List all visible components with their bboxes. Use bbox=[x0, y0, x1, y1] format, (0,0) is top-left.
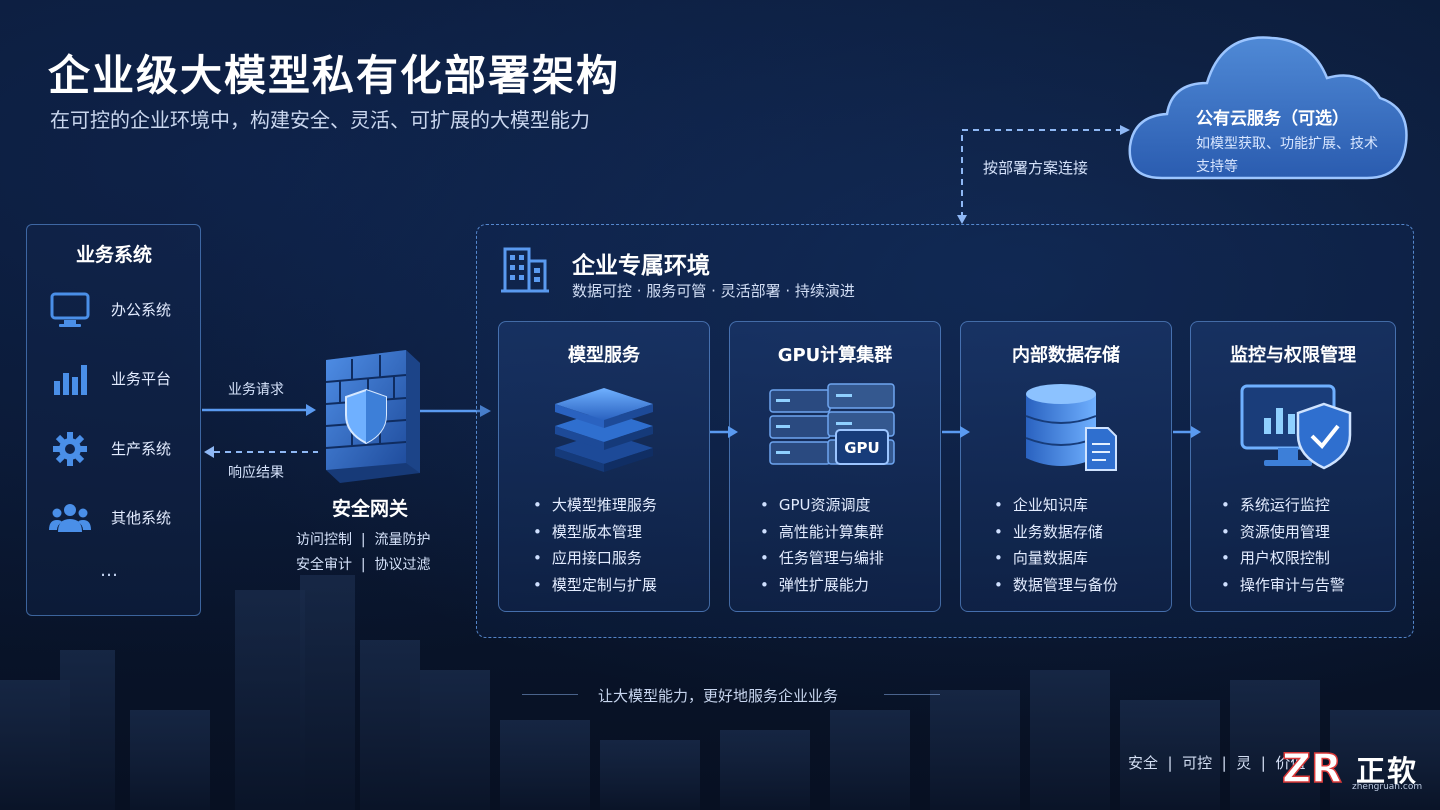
list-item: 高性能计算集群 bbox=[760, 519, 884, 546]
business-systems-panel bbox=[26, 224, 201, 616]
logo-text: 正软 bbox=[1356, 754, 1419, 788]
building-icon bbox=[501, 247, 549, 293]
list-item: 任务管理与编排 bbox=[760, 545, 884, 572]
bar-chart-icon bbox=[54, 365, 87, 395]
gateway-to-environment-arrow bbox=[420, 405, 491, 417]
list-item: 数据管理与备份 bbox=[994, 572, 1118, 599]
business-item-label: 业务平台 bbox=[111, 370, 172, 388]
list-item: 系统运行监控 bbox=[1221, 492, 1345, 519]
business-more-ellipsis: … bbox=[100, 560, 120, 581]
card-flow-arrows bbox=[710, 426, 1201, 438]
cloud-connector bbox=[957, 125, 1130, 224]
list-item: 模型定制与扩展 bbox=[533, 572, 657, 599]
request-label: 业务请求 bbox=[228, 382, 284, 398]
monitor-icon bbox=[50, 292, 90, 327]
gpu-badge: GPU bbox=[844, 439, 880, 457]
cloud-service-title: 公有云服务（可选） bbox=[1196, 109, 1349, 129]
cloud-service-description: 如模型获取、功能扩展、技术支持等 bbox=[1196, 136, 1378, 175]
page-title: 企业级大模型私有化部署架构 bbox=[48, 51, 621, 100]
gear-icon bbox=[53, 432, 87, 466]
business-item-label: 其他系统 bbox=[111, 509, 172, 527]
list-item: 操作审计与告警 bbox=[1221, 572, 1345, 599]
list-item: 弹性扩展能力 bbox=[760, 572, 884, 599]
response-label: 响应结果 bbox=[228, 465, 284, 481]
card-feature-list: GPU资源调度 高性能计算集群 任务管理与编排 弹性扩展能力 bbox=[760, 492, 884, 598]
list-item: GPU资源调度 bbox=[760, 492, 884, 519]
card-feature-list: 大模型推理服务 模型版本管理 应用接口服务 模型定制与扩展 bbox=[533, 492, 657, 598]
logo-subtext: zhengruan.com bbox=[1352, 782, 1423, 792]
users-icon bbox=[49, 504, 91, 532]
list-item: 向量数据库 bbox=[994, 545, 1118, 572]
request-response-arrows bbox=[202, 404, 318, 458]
list-item: 用户权限控制 bbox=[1221, 545, 1345, 572]
list-item: 模型版本管理 bbox=[533, 519, 657, 546]
list-item: 大模型推理服务 bbox=[533, 492, 657, 519]
list-item: 资源使用管理 bbox=[1221, 519, 1345, 546]
page-subtitle: 在可控的企业环境中，构建安全、灵活、可扩展的大模型能力 bbox=[50, 108, 590, 132]
card-title: 内部数据存储 bbox=[1012, 345, 1120, 366]
card-feature-list: 系统运行监控 资源使用管理 用户权限控制 操作审计与告警 bbox=[1221, 492, 1345, 598]
city-skyline-background bbox=[0, 575, 1440, 810]
tagline-divider-left bbox=[522, 694, 578, 695]
layers-icon bbox=[555, 388, 653, 472]
card-title: 模型服务 bbox=[568, 345, 640, 366]
gateway-features-line2: 安全审计 | 协议过滤 bbox=[296, 557, 431, 573]
tagline: 让大模型能力，更好地服务企业业务 bbox=[598, 687, 839, 705]
database-icon bbox=[1025, 384, 1117, 471]
gateway-features-line1: 访问控制 | 流量防护 bbox=[296, 532, 431, 548]
business-item-platform[interactable]: 业务平台 bbox=[48, 359, 198, 399]
list-item: 企业知识库 bbox=[994, 492, 1118, 519]
connect-label: 按部署方案连接 bbox=[983, 159, 1089, 177]
business-item-label: 生产系统 bbox=[111, 440, 172, 458]
server-gpu-icon: GPU bbox=[769, 383, 895, 465]
business-systems-title: 业务系统 bbox=[76, 244, 153, 266]
list-item: 应用接口服务 bbox=[533, 545, 657, 572]
environment-subtitle: 数据可控 · 服务可管 · 灵活部署 · 持续演进 bbox=[572, 282, 855, 300]
firewall-shield-icon bbox=[325, 350, 420, 483]
environment-title: 企业专属环境 bbox=[572, 253, 710, 279]
footer-values: 安全 | 可控 | 灵 | 价值 bbox=[1128, 754, 1306, 772]
gateway-title: 安全网关 bbox=[332, 498, 409, 520]
monitor-shield-icon bbox=[1240, 384, 1352, 470]
svg-text:ZR: ZR bbox=[1282, 746, 1342, 792]
cloud-icon bbox=[1128, 36, 1408, 180]
business-item-other[interactable]: 其他系统 bbox=[48, 498, 198, 538]
card-title: 监控与权限管理 bbox=[1230, 345, 1356, 366]
business-item-production[interactable]: 生产系统 bbox=[48, 429, 198, 469]
card-feature-list: 企业知识库 业务数据存储 向量数据库 数据管理与备份 bbox=[994, 492, 1118, 598]
business-item-label: 办公系统 bbox=[111, 301, 172, 319]
business-item-office[interactable]: 办公系统 bbox=[48, 290, 198, 330]
zr-logo-mark: ZR bbox=[1282, 745, 1343, 792]
card-title: GPU计算集群 bbox=[777, 345, 893, 366]
list-item: 业务数据存储 bbox=[994, 519, 1118, 546]
tagline-divider-right bbox=[884, 694, 940, 695]
